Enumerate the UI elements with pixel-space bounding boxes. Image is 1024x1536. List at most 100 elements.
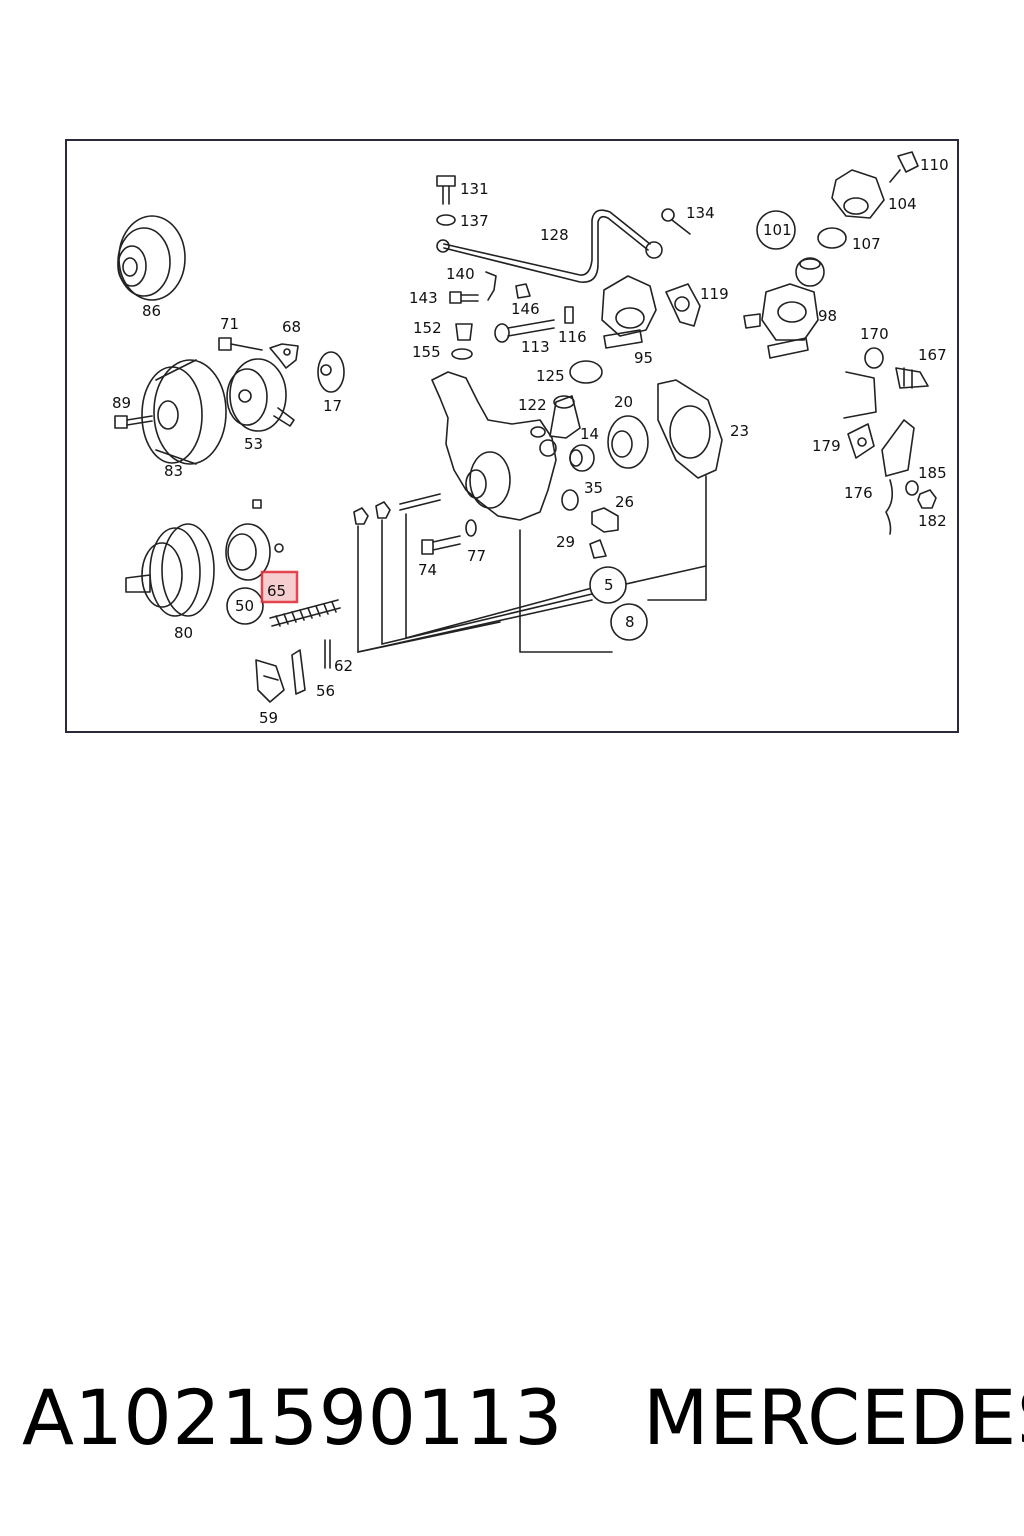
highlight-box-65 <box>260 570 299 604</box>
callout-155: 155 <box>412 343 441 361</box>
callout-86: 86 <box>142 302 161 320</box>
callout-116: 116 <box>558 328 587 346</box>
water-pump-body <box>431 371 557 521</box>
callout-176: 176 <box>844 484 873 502</box>
callout-26: 26 <box>615 493 634 511</box>
gasket-179 <box>847 423 875 459</box>
circle-5 <box>589 566 627 604</box>
callout-80: 80 <box>174 624 193 642</box>
housing-98 <box>743 283 819 359</box>
callout-20: 20 <box>614 393 633 411</box>
callout-71: 71 <box>220 315 239 333</box>
callout-50: 50 <box>235 597 254 615</box>
group-lines <box>357 475 707 653</box>
callout-134: 134 <box>686 204 715 222</box>
callout-56: 56 <box>316 682 335 700</box>
callout-17: 17 <box>323 397 342 415</box>
housing-104 <box>831 169 885 219</box>
thermostat-housing-95 <box>601 275 657 349</box>
diagram-frame <box>65 139 959 733</box>
callout-146: 146 <box>511 300 540 318</box>
callout-95: 95 <box>634 349 653 367</box>
spring-coil <box>269 599 341 627</box>
bushing-14 <box>569 444 595 472</box>
seal-185 <box>905 480 919 496</box>
callout-119: 119 <box>700 285 729 303</box>
fitting-26 <box>591 507 619 533</box>
callout-53: 53 <box>244 435 263 453</box>
nut-studs <box>353 493 441 525</box>
clamp-125 <box>569 360 603 384</box>
seal-35 <box>561 489 579 511</box>
callout-101: 101 <box>763 221 792 239</box>
bolt-71 <box>218 337 263 351</box>
clip-146 <box>515 283 531 299</box>
hose-122 <box>549 395 581 439</box>
callout-74: 74 <box>418 561 437 579</box>
pulley-86 <box>117 215 186 301</box>
callout-113: 113 <box>521 338 550 356</box>
callout-29: 29 <box>556 533 575 551</box>
plug-152 <box>455 323 473 341</box>
seal-101 <box>795 257 825 287</box>
bracket-56 <box>291 649 306 695</box>
gasket-23 <box>657 379 723 479</box>
banjo-bolt-131 <box>436 175 456 205</box>
gasket-119 <box>665 283 701 327</box>
bolt-89 <box>114 415 153 429</box>
damper-pulley-80 <box>125 523 215 617</box>
bolt-113 <box>494 319 555 343</box>
callout-170: 170 <box>860 325 889 343</box>
callout-5: 5 <box>604 576 614 594</box>
callout-104: 104 <box>888 195 917 213</box>
bolt-74 <box>421 535 461 555</box>
clip-140 <box>485 271 497 301</box>
tensioner-53 <box>226 358 295 432</box>
sleeve-116 <box>564 306 574 324</box>
pulley-83 <box>141 359 227 465</box>
callout-128: 128 <box>540 226 569 244</box>
callout-35: 35 <box>584 479 603 497</box>
plug-29 <box>589 539 607 559</box>
callout-185: 185 <box>918 464 947 482</box>
seal-20 <box>607 415 649 469</box>
callout-68: 68 <box>282 318 301 336</box>
idler-50 <box>225 499 284 581</box>
stud-62 <box>324 639 331 669</box>
callout-140: 140 <box>446 265 475 283</box>
o-ring-107 <box>817 227 847 249</box>
pipe-128 <box>436 209 663 283</box>
circle-50 <box>226 587 264 625</box>
callout-152: 152 <box>413 319 442 337</box>
bolt-143 <box>449 291 479 304</box>
mount-17 <box>317 351 345 393</box>
callout-65: 65 <box>267 582 286 600</box>
callout-14: 14 <box>580 425 599 443</box>
callout-131: 131 <box>460 180 489 198</box>
part-caption: A1021590113 MERCEDES <box>22 1368 1024 1468</box>
washer-155 <box>451 348 473 360</box>
sensor-167 <box>895 367 929 389</box>
washer-137 <box>436 214 456 226</box>
callout-83: 83 <box>164 462 183 480</box>
bleed-screw-110 <box>889 151 919 183</box>
callout-110: 110 <box>920 156 949 174</box>
sensor-176 <box>843 371 915 535</box>
callout-179: 179 <box>812 437 841 455</box>
callout-107: 107 <box>852 235 881 253</box>
circle-101 <box>756 210 796 250</box>
callout-125: 125 <box>536 367 565 385</box>
circle-8 <box>610 603 648 641</box>
bracket-68 <box>269 343 299 369</box>
brand-name: MERCEDES <box>643 1373 1024 1462</box>
callout-89: 89 <box>112 394 131 412</box>
callout-143: 143 <box>409 289 438 307</box>
nut-182 <box>917 489 937 509</box>
callout-8: 8 <box>625 613 635 631</box>
part-number: A1021590113 <box>22 1373 564 1462</box>
bracket-59 <box>255 659 285 703</box>
seal-170 <box>864 347 884 369</box>
callout-98: 98 <box>818 307 837 325</box>
washer-77 <box>465 519 477 537</box>
callout-77: 77 <box>467 547 486 565</box>
